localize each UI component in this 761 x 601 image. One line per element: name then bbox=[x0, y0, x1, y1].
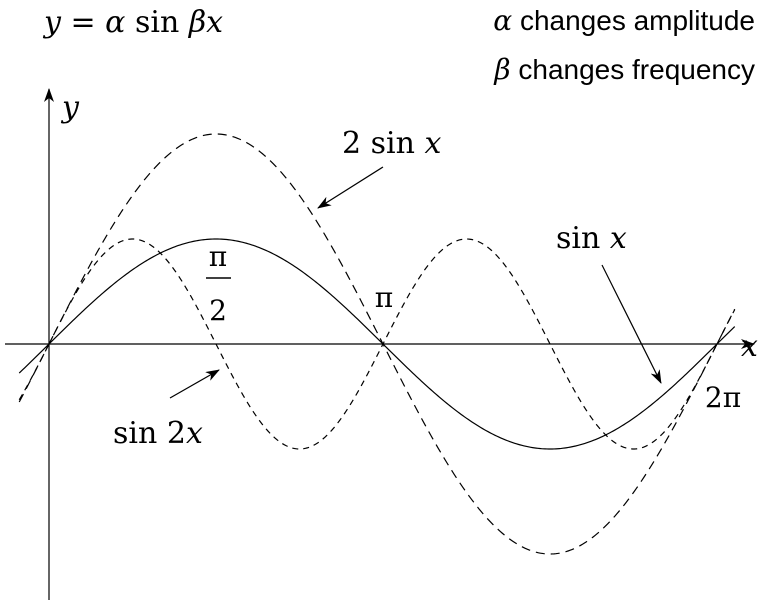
series-2-sin-x bbox=[18, 133, 736, 555]
label-sin-2x-arg: x bbox=[186, 416, 203, 451]
label-sin-x-fn: sin bbox=[556, 221, 610, 256]
label-2-sin-x-fn: sin bbox=[361, 126, 424, 161]
note-alpha: α changes amplitude bbox=[493, 4, 755, 37]
series-sin-2x bbox=[18, 238, 736, 450]
note-alpha-text: changes amplitude bbox=[512, 5, 755, 36]
label-sin-2x: sin 2x bbox=[113, 416, 203, 451]
tick-label-pi: π bbox=[375, 281, 393, 314]
label-2-sin-x: 2 sin x bbox=[342, 126, 441, 161]
tick-label-half-pi-den: 2 bbox=[209, 294, 227, 327]
arrow-sin-2x bbox=[169, 369, 220, 399]
equation-title: y = α sin βx bbox=[42, 5, 223, 40]
arrow-2-sin-x bbox=[317, 166, 384, 209]
x-axis-label: x bbox=[741, 329, 758, 364]
label-2-sin-x-coef: 2 bbox=[342, 126, 361, 161]
equation-eq: = bbox=[61, 5, 105, 40]
equation-beta: β bbox=[188, 5, 206, 40]
tick-label-two-pi: 2π bbox=[705, 381, 741, 414]
label-2-sin-x-arg: x bbox=[424, 126, 441, 161]
tick-label-half-pi-num: π bbox=[209, 240, 227, 273]
note-beta-text: changes frequency bbox=[511, 54, 755, 85]
series-sin-x bbox=[18, 238, 736, 450]
label-sin-2x-fn: sin bbox=[113, 416, 167, 451]
arrow-sin-x bbox=[601, 264, 662, 384]
equation-fn: sin bbox=[125, 5, 188, 40]
equation-var: x bbox=[206, 5, 223, 40]
note-beta: β changes frequency bbox=[493, 53, 755, 86]
equation-lhs: y bbox=[42, 5, 62, 40]
label-sin-x: sin x bbox=[556, 221, 627, 256]
equation-alpha: α bbox=[105, 5, 125, 40]
label-sin-2x-coef: 2 bbox=[167, 416, 186, 451]
note-beta-symbol: β bbox=[493, 53, 510, 86]
label-sin-x-arg: x bbox=[610, 221, 627, 256]
y-axis-label: y bbox=[60, 90, 80, 125]
note-alpha-symbol: α bbox=[493, 4, 512, 37]
